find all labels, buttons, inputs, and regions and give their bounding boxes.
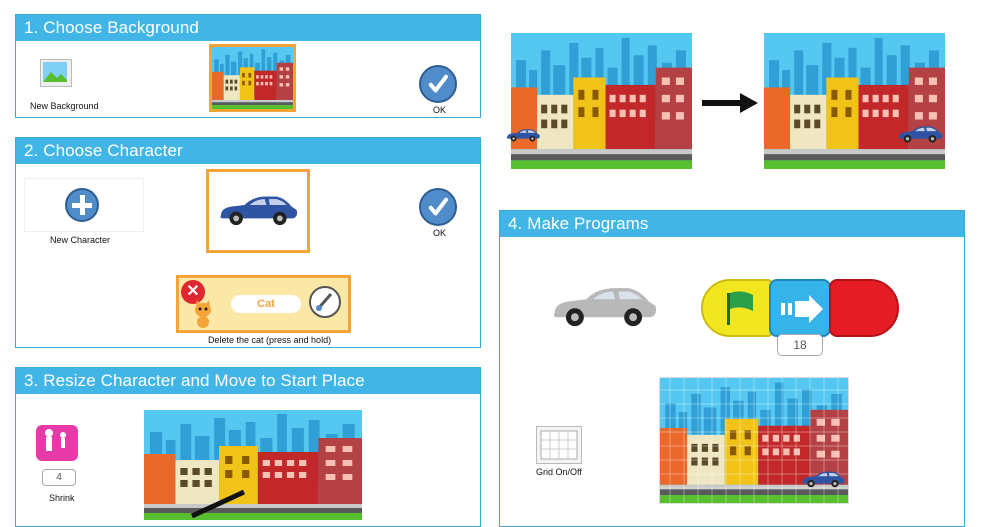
before-scene: [511, 33, 692, 169]
plus-icon: [65, 188, 99, 222]
move-amount[interactable]: 18: [777, 334, 823, 356]
move-right-block[interactable]: [769, 279, 831, 337]
green-flag-icon: [727, 291, 753, 325]
selected-background-thumbnail[interactable]: [209, 44, 296, 112]
city-background-image: [764, 33, 945, 169]
blue-car-icon: [505, 125, 541, 145]
arrow-icon: [190, 489, 246, 519]
ok-label: OK: [433, 228, 447, 238]
stage-with-grid: [659, 377, 849, 504]
blue-car-icon: [216, 192, 300, 228]
choose-background-title: 1. Choose Background: [16, 15, 480, 41]
ok-label: OK: [433, 105, 447, 115]
move-right-arrow-icon: [781, 295, 823, 323]
end-block[interactable]: [829, 279, 899, 337]
shrink-people-icon: [45, 429, 66, 451]
shrink-block[interactable]: [36, 425, 78, 461]
selected-character-thumbnail[interactable]: [206, 169, 310, 253]
delete-x-icon[interactable]: ✕: [181, 280, 205, 304]
new-character-button[interactable]: [24, 178, 144, 232]
new-character-label: New Character: [50, 235, 111, 245]
city-background-image: [212, 47, 293, 109]
new-background-label: New Background: [30, 101, 99, 111]
city-background-image: [511, 33, 692, 169]
make-programs-title: 4. Make Programs: [500, 211, 964, 237]
shrink-label: Shrink: [49, 493, 75, 503]
green-flag-block[interactable]: [701, 279, 775, 337]
after-scene: [764, 33, 945, 169]
right-arrow-icon: [702, 93, 758, 113]
city-background-image: [144, 410, 362, 520]
blue-car-icon: [896, 123, 944, 145]
ok-button[interactable]: [419, 65, 457, 103]
grid-overlay: [660, 378, 848, 503]
gray-car-icon: [548, 281, 660, 331]
resize-character-panel: 3. Resize Character and Move to Start Pl…: [15, 367, 481, 527]
cat-name-field[interactable]: Cat: [231, 295, 301, 313]
choose-character-panel: 2. Choose Character New Character OK ✕ C…: [15, 137, 481, 348]
stage-preview: [144, 410, 362, 520]
delete-cat-instruction: Delete the cat (press and hold): [208, 335, 332, 345]
resize-character-title: 3. Resize Character and Move to Start Pl…: [16, 368, 480, 394]
grid-toggle-label: Grid On/Off: [536, 467, 582, 477]
cat-character-strip[interactable]: ✕ Cat: [176, 275, 351, 333]
shrink-amount[interactable]: 4: [42, 469, 76, 486]
checkmark-icon: [426, 195, 450, 219]
make-programs-panel: 4. Make Programs 18 Grid On/Off: [499, 210, 965, 527]
choose-background-panel: 1. Choose Background New Background OK: [15, 14, 481, 118]
landscape-icon: [43, 62, 67, 82]
paint-editor-icon[interactable]: [309, 286, 341, 318]
ok-button[interactable]: [419, 188, 457, 226]
grid-toggle-button[interactable]: [536, 426, 582, 464]
blue-car-icon: [800, 468, 846, 490]
grid-icon: [540, 430, 578, 460]
checkmark-icon: [426, 72, 450, 96]
cat-icon: [195, 300, 211, 328]
choose-character-title: 2. Choose Character: [16, 138, 480, 164]
new-background-button[interactable]: [40, 59, 72, 87]
